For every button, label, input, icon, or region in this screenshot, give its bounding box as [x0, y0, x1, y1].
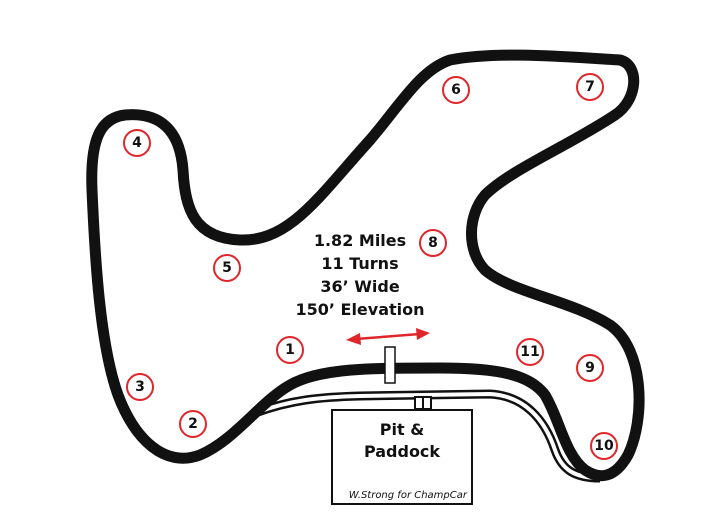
- direction-arrow: [346, 328, 430, 345]
- track-outline: [86, 49, 645, 482]
- turn-marker-4: 4: [123, 129, 151, 157]
- track-stats: 1.82 Miles 11 Turns 36’ Wide 150’ Elevat…: [280, 229, 440, 321]
- pit-title-line2: Paddock: [363, 442, 441, 461]
- track-length: 1.82 Miles: [313, 231, 407, 250]
- start-finish-line: [384, 346, 396, 384]
- elevation: 150’ Elevation: [295, 300, 425, 319]
- track-width: 36’ Wide: [320, 277, 400, 296]
- turn-marker-3: 3: [126, 373, 154, 401]
- turn-marker-2: 2: [179, 410, 207, 438]
- turn-marker-11: 11: [516, 338, 544, 366]
- turn-count: 11 Turns: [321, 254, 399, 273]
- turn-marker-10: 10: [590, 432, 618, 460]
- pit-lane-inner: [254, 391, 601, 480]
- pit-title-line1: Pit &: [379, 420, 425, 439]
- turn-marker-6: 6: [442, 76, 470, 104]
- credit: W.Strong for ChampCar: [348, 490, 467, 501]
- turn-marker-7: 7: [576, 73, 604, 101]
- turn-marker-8: 8: [419, 229, 447, 257]
- pit-paddock-box: Pit & Paddock W.Strong for ChampCar: [331, 409, 473, 505]
- pit-title: Pit & Paddock: [333, 419, 471, 463]
- turn-marker-9: 9: [576, 354, 604, 382]
- turn-marker-5: 5: [213, 254, 241, 282]
- turn-marker-1: 1: [276, 336, 304, 364]
